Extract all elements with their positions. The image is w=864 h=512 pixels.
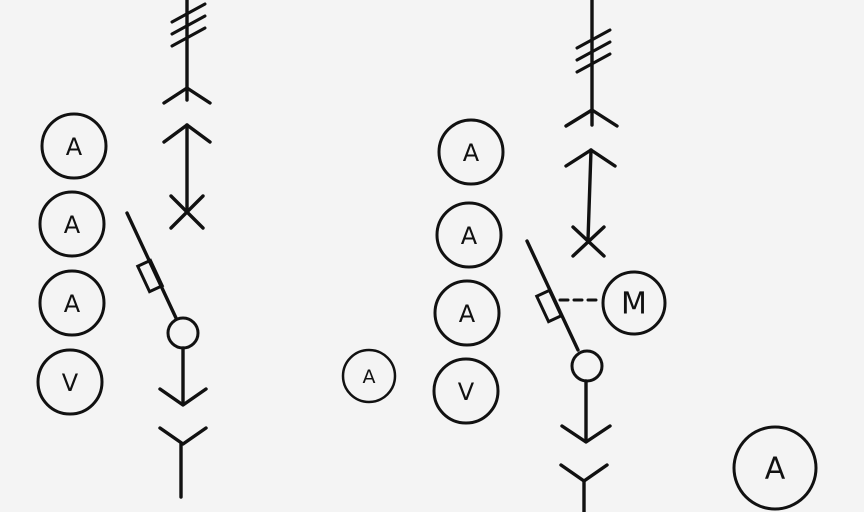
right-switch-pivot [570, 349, 604, 383]
motor-label: M [621, 287, 647, 322]
right-upper-contact-top [564, 108, 619, 128]
left-meter-2: A [38, 190, 106, 258]
standalone-small-meter: A [341, 348, 397, 404]
left-upper-contact-top [162, 86, 212, 105]
right-three-phase-ticks [575, 28, 612, 74]
right-switch-actuator [534, 288, 564, 324]
right-meter-1: A [437, 118, 505, 186]
right-meter-2: A [435, 201, 503, 269]
left-breaker-x [169, 194, 205, 230]
left-circuit [125, 0, 212, 499]
right-meter-3: A [433, 279, 501, 347]
standalone-large-meter: A [732, 425, 818, 511]
right-meter-4-label: V [458, 378, 475, 406]
right-meter-3-label: A [459, 300, 476, 328]
left-meter-1-label: A [66, 133, 83, 161]
right-lower-contact-top [560, 424, 612, 444]
left-meter-3-label: A [64, 290, 81, 318]
right-breaker-x [571, 225, 606, 258]
left-three-phase-ticks [170, 2, 207, 48]
standalone-small-meter-label: A [363, 366, 376, 388]
right-lower-contact-bottom [559, 463, 609, 483]
left-meter-1: A [40, 112, 108, 180]
left-meter-4-label: V [62, 369, 79, 397]
left-lower-contact-bottom [158, 426, 208, 446]
left-switch-actuator [135, 258, 165, 294]
right-meter-1-label: A [463, 139, 480, 167]
left-meter-2-label: A [64, 211, 81, 239]
right-contact-line [586, 148, 593, 242]
left-switch-pivot [166, 316, 200, 350]
standalone-large-meter-label: A [765, 452, 786, 487]
right-meter-4: V [432, 357, 500, 425]
right-circuit [525, 0, 619, 512]
left-meter-3: A [38, 269, 106, 337]
left-lower-contact-top [158, 387, 208, 407]
motor-symbol: M [601, 270, 667, 336]
right-meter-2-label: A [461, 222, 478, 250]
left-meter-4: V [36, 348, 104, 416]
